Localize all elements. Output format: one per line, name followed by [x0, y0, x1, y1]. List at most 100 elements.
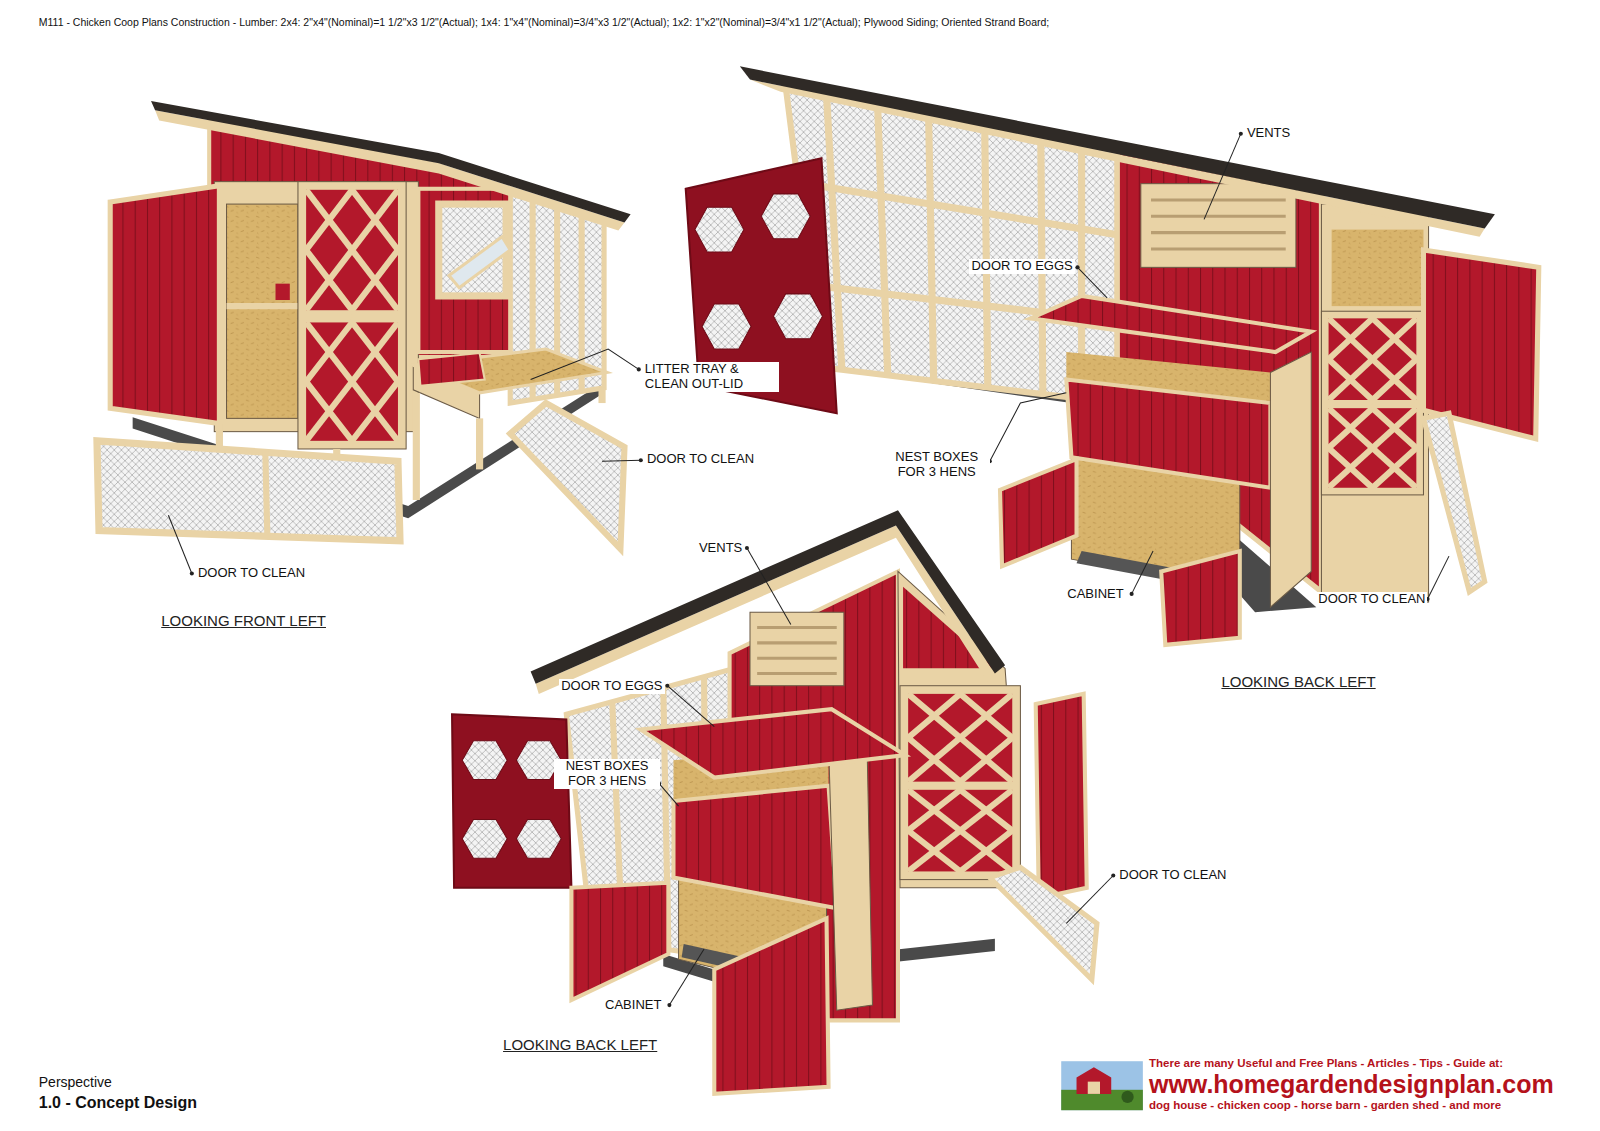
- leader-lines-part: [1066, 876, 1113, 924]
- front-left-view-part: [298, 182, 406, 449]
- front-left-view-part: [110, 186, 219, 424]
- callout-label: VENTS: [697, 541, 744, 556]
- front-left-view-part-part: [413, 393, 420, 500]
- back-left-view-top-part: [1329, 318, 1417, 400]
- back-left-view-top-part-part: [985, 126, 988, 387]
- site-logo-part: [1121, 1091, 1133, 1103]
- callout-label: DOOR TO CLEAN: [196, 566, 307, 581]
- back-left-view-top-part: [1151, 200, 1286, 249]
- back-left-view-bottom-part: [531, 510, 1005, 683]
- leader-lines-part: [990, 393, 1067, 461]
- back-left-view-top-part-part: [1329, 408, 1417, 488]
- back-left-view-top-part: [1329, 318, 1417, 487]
- back-left-view-top-part-part: [695, 207, 744, 252]
- back-left-view-top-part-part: [1151, 231, 1286, 234]
- leader-lines-part: [667, 686, 714, 727]
- callout-label: CABINET: [603, 998, 663, 1013]
- callout-label: LITTER TRAY & CLEAN OUT-LID: [643, 362, 780, 392]
- back-left-view-top-part: [695, 194, 823, 349]
- site-address: www.homegardendesignplan.com: [1149, 1070, 1554, 1099]
- back-left-view-bottom: [452, 510, 1097, 1094]
- back-left-view-top-part: [1329, 408, 1417, 488]
- back-left-view-top-part: [1321, 311, 1423, 495]
- back-left-view-bottom-part: [908, 694, 1012, 872]
- back-left-view-bottom-part-part: [757, 657, 837, 660]
- leader-lines: [168, 134, 1449, 1005]
- front-left-view-part: [155, 110, 624, 230]
- back-left-view-bottom-part: [757, 628, 837, 674]
- front-left-view-part: [413, 349, 607, 393]
- front-left-view-part-part: [306, 190, 398, 310]
- leader-dots-part: [190, 571, 194, 575]
- front-left-view-part: [306, 190, 398, 441]
- back-left-view-bottom-part-part: [462, 819, 507, 858]
- leader-dots-part: [1111, 873, 1115, 877]
- view-title: LOOKING BACK LEFT: [503, 1036, 657, 1053]
- leader-lines-part: [659, 784, 678, 806]
- back-left-view-bottom-part-part: [757, 626, 837, 629]
- callout-label: DOOR TO CLEAN: [1316, 592, 1427, 607]
- back-left-view-top-part-part: [761, 194, 810, 239]
- view-title: LOOKING FRONT LEFT: [161, 612, 326, 629]
- back-left-view-top-part-part: [1151, 198, 1286, 201]
- leader-dots-part: [745, 546, 749, 550]
- callout-label: DOOR TO EGGS: [559, 679, 664, 694]
- back-left-view-bottom-part-part: [908, 694, 1012, 782]
- back-left-view-top-part-part: [806, 184, 1117, 235]
- back-left-view-top-part-part: [702, 304, 751, 349]
- back-left-view-bottom-part: [908, 790, 1012, 872]
- front-left-view-part-part: [306, 322, 398, 440]
- front-left-view-part-part: [306, 322, 398, 440]
- leader-lines-part: [1132, 551, 1153, 594]
- leader-lines-part: [1428, 556, 1449, 599]
- back-left-view-top-part: [1423, 250, 1538, 439]
- front-left-view-part-part: [476, 418, 483, 469]
- front-left-view-part: [510, 403, 624, 549]
- back-left-view-bottom-part-part: [908, 694, 1012, 782]
- site-logo: [1061, 1061, 1143, 1110]
- back-left-view-bottom-part-part: [516, 819, 561, 858]
- callout-label: VENTS: [1245, 126, 1292, 141]
- back-left-view-bottom-part: [829, 745, 873, 1010]
- back-left-view-bottom-part: [1036, 694, 1087, 898]
- back-left-view-bottom-part-part: [908, 790, 1012, 872]
- back-left-view-bottom-part: [750, 612, 844, 685]
- front-left-view-part: [306, 322, 398, 440]
- sheet-title: M111 - Chicken Coop Plans Construction -…: [39, 16, 1050, 28]
- back-left-view-bottom-part: [462, 741, 561, 858]
- back-left-view-top-part: [740, 66, 1495, 228]
- leader-lines-part: [1078, 267, 1108, 298]
- back-left-view-top-part-part: [1329, 408, 1417, 488]
- back-left-view-bottom-part: [452, 714, 571, 887]
- back-left-view-top-part-part: [1151, 247, 1286, 250]
- callout-label: NEST BOXES FOR 3 HENS: [884, 450, 990, 480]
- back-left-view-bottom-part-part: [908, 790, 1012, 872]
- back-left-view-bottom-part: [908, 694, 1012, 782]
- leader-lines-part: [669, 949, 704, 1005]
- leader-lines-part: [168, 515, 191, 573]
- site-topics: dog house - chicken coop - horse barn - …: [1149, 1099, 1501, 1112]
- leader-lines-part: [747, 548, 791, 625]
- front-left-view-part: [306, 190, 398, 310]
- back-left-view-bottom-part-part: [908, 790, 1012, 872]
- front-left-view-part-part: [306, 322, 398, 440]
- leader-dots-part: [665, 684, 669, 688]
- back-left-view-top-part: [1270, 352, 1311, 607]
- back-left-view-top-part: [1066, 380, 1270, 488]
- back-left-view-bottom-part: [641, 709, 905, 777]
- back-left-view-bottom-part-part: [908, 694, 1012, 782]
- front-left-view-part: [276, 284, 290, 300]
- leader-dots-part: [1076, 265, 1080, 269]
- back-left-view-bottom-part: [536, 526, 995, 694]
- back-left-view-top-part-part: [1329, 318, 1417, 400]
- front-left-view-part: [265, 451, 267, 537]
- leader-lines-part: [602, 460, 641, 461]
- back-left-view-top-part-part: [773, 294, 822, 339]
- leader-lines-part: [1204, 134, 1241, 220]
- back-left-view-bottom-part-part: [462, 741, 507, 780]
- sheet-type: Perspective: [39, 1074, 112, 1090]
- front-left-view-part: [151, 101, 631, 222]
- callout-label: DOOR TO EGGS: [969, 259, 1074, 274]
